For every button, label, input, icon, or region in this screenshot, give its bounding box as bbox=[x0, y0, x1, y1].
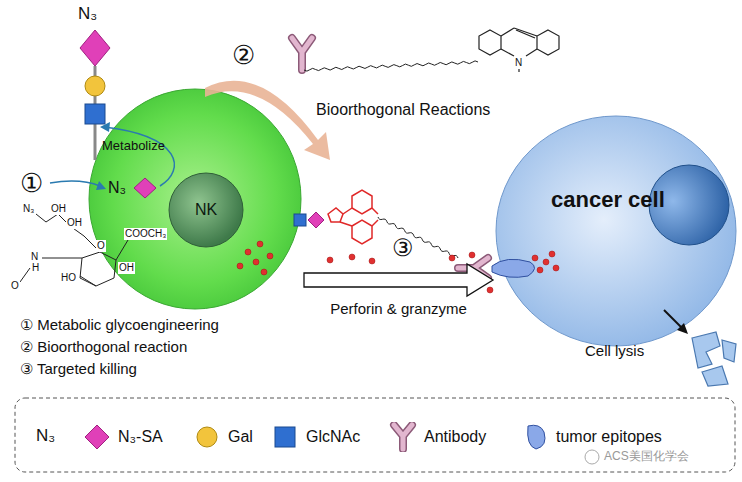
step-list-item: ③ Targeted killing bbox=[20, 360, 137, 378]
step-list-item: ② Bioorthogonal reaction bbox=[20, 338, 187, 356]
cell-outline bbox=[495, 115, 737, 347]
cancer-cell: cancer cell bbox=[495, 115, 737, 347]
node-text: Metabolize bbox=[102, 138, 165, 154]
nk-cell: MetabolizeNK bbox=[88, 88, 302, 310]
swatch-epitope bbox=[528, 425, 545, 449]
step-number: ② bbox=[232, 40, 255, 71]
atom: N₃ bbox=[22, 203, 35, 215]
azide: N₃ bbox=[78, 4, 97, 24]
cell-fragments bbox=[692, 332, 736, 386]
legend-text: N₃-SA bbox=[118, 427, 163, 446]
node-text: cancer cell bbox=[551, 187, 665, 213]
atom: N bbox=[514, 57, 523, 69]
atom: OH bbox=[118, 262, 135, 274]
glcnac bbox=[294, 214, 306, 226]
tumor-epitope bbox=[492, 259, 535, 277]
atom: HO bbox=[60, 272, 77, 284]
edge-label: Perforin & granzyme bbox=[330, 300, 467, 318]
atom: O bbox=[10, 280, 20, 292]
outcome-label: Cell lysis bbox=[585, 342, 644, 360]
legend-swatch bbox=[520, 422, 554, 452]
legend-frame bbox=[15, 398, 735, 472]
triazole-product bbox=[328, 190, 378, 244]
step-list-item: ① Metabolic glycoengineering bbox=[20, 316, 219, 334]
atom: H bbox=[31, 262, 40, 274]
azide: N₃ bbox=[108, 178, 126, 197]
watermark: ACS美国化学会 bbox=[604, 449, 689, 463]
antibody-fill bbox=[394, 425, 412, 449]
legend-text: Antibody bbox=[424, 427, 486, 446]
block-arrow bbox=[304, 264, 493, 296]
swatch-antibody bbox=[394, 425, 412, 449]
legend-text: tumor epitopes bbox=[556, 427, 662, 446]
nk-nucleus: NK bbox=[168, 172, 244, 248]
atom: COOCH₃ bbox=[124, 228, 167, 240]
swatch-circle bbox=[197, 427, 217, 447]
watermark-icon bbox=[585, 450, 599, 464]
legend-text: GlcNAc bbox=[306, 427, 360, 446]
legend-swatch bbox=[192, 422, 226, 452]
node-text: NK bbox=[195, 200, 217, 219]
nucleus bbox=[169, 173, 243, 247]
swatch-square bbox=[275, 427, 295, 447]
antibody bbox=[292, 38, 312, 70]
arrow-head bbox=[100, 122, 110, 132]
dbco bbox=[479, 28, 559, 72]
sialic-acid bbox=[308, 212, 324, 228]
atom: O bbox=[96, 240, 106, 252]
legend-text: Gal bbox=[228, 427, 253, 446]
step-caption: Bioorthogonal Reactions bbox=[316, 100, 490, 119]
glcnac bbox=[85, 104, 105, 124]
swatch-diamond bbox=[85, 425, 109, 449]
linker bbox=[304, 61, 478, 71]
step-number: ③ bbox=[392, 234, 414, 263]
cell-body bbox=[496, 116, 736, 346]
cell-outline bbox=[88, 88, 302, 310]
step-number: ① bbox=[20, 168, 43, 199]
cell-body bbox=[89, 89, 301, 309]
sialic-acid bbox=[80, 30, 110, 66]
legend-swatch bbox=[270, 422, 304, 452]
legend-swatch bbox=[388, 422, 422, 452]
linker bbox=[378, 217, 458, 258]
atom: OH bbox=[66, 217, 83, 229]
legend-swatch bbox=[82, 422, 116, 452]
galactose bbox=[85, 76, 105, 96]
atom: OH bbox=[50, 203, 67, 215]
azide: N₃ bbox=[36, 426, 55, 446]
antibody-outline bbox=[394, 425, 412, 449]
